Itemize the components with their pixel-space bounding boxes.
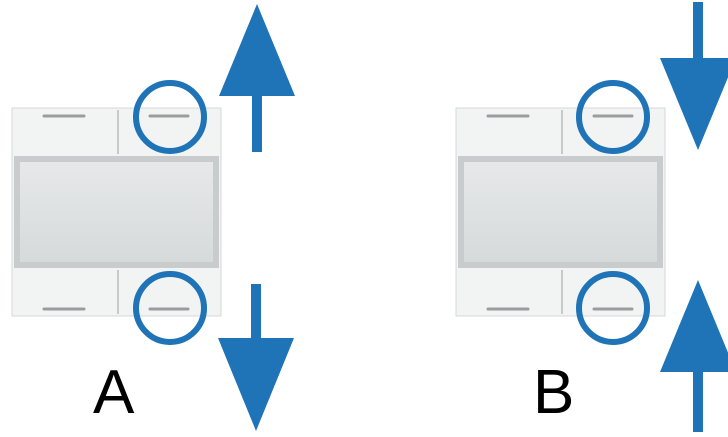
switch-panel-a (11, 4, 295, 431)
panel-a-top-highlight-circle (133, 80, 207, 154)
panel-a-bottom-highlight-circle (133, 271, 207, 345)
panel-b-label: B (533, 358, 575, 427)
panel-b-window (464, 162, 657, 262)
panel-b-top-highlight-circle (576, 80, 650, 154)
panel-a-label: A (93, 358, 135, 427)
panel-a-up-arrow-icon (219, 4, 295, 152)
panel-b-up-arrow-icon (660, 280, 728, 432)
switch-panel-b (455, 2, 728, 432)
panel-a-window (20, 162, 213, 262)
panel-b-bottom-highlight-circle (576, 271, 650, 345)
panel-a-down-arrow-icon (218, 284, 294, 431)
panel-b-down-arrow-icon (660, 2, 728, 150)
